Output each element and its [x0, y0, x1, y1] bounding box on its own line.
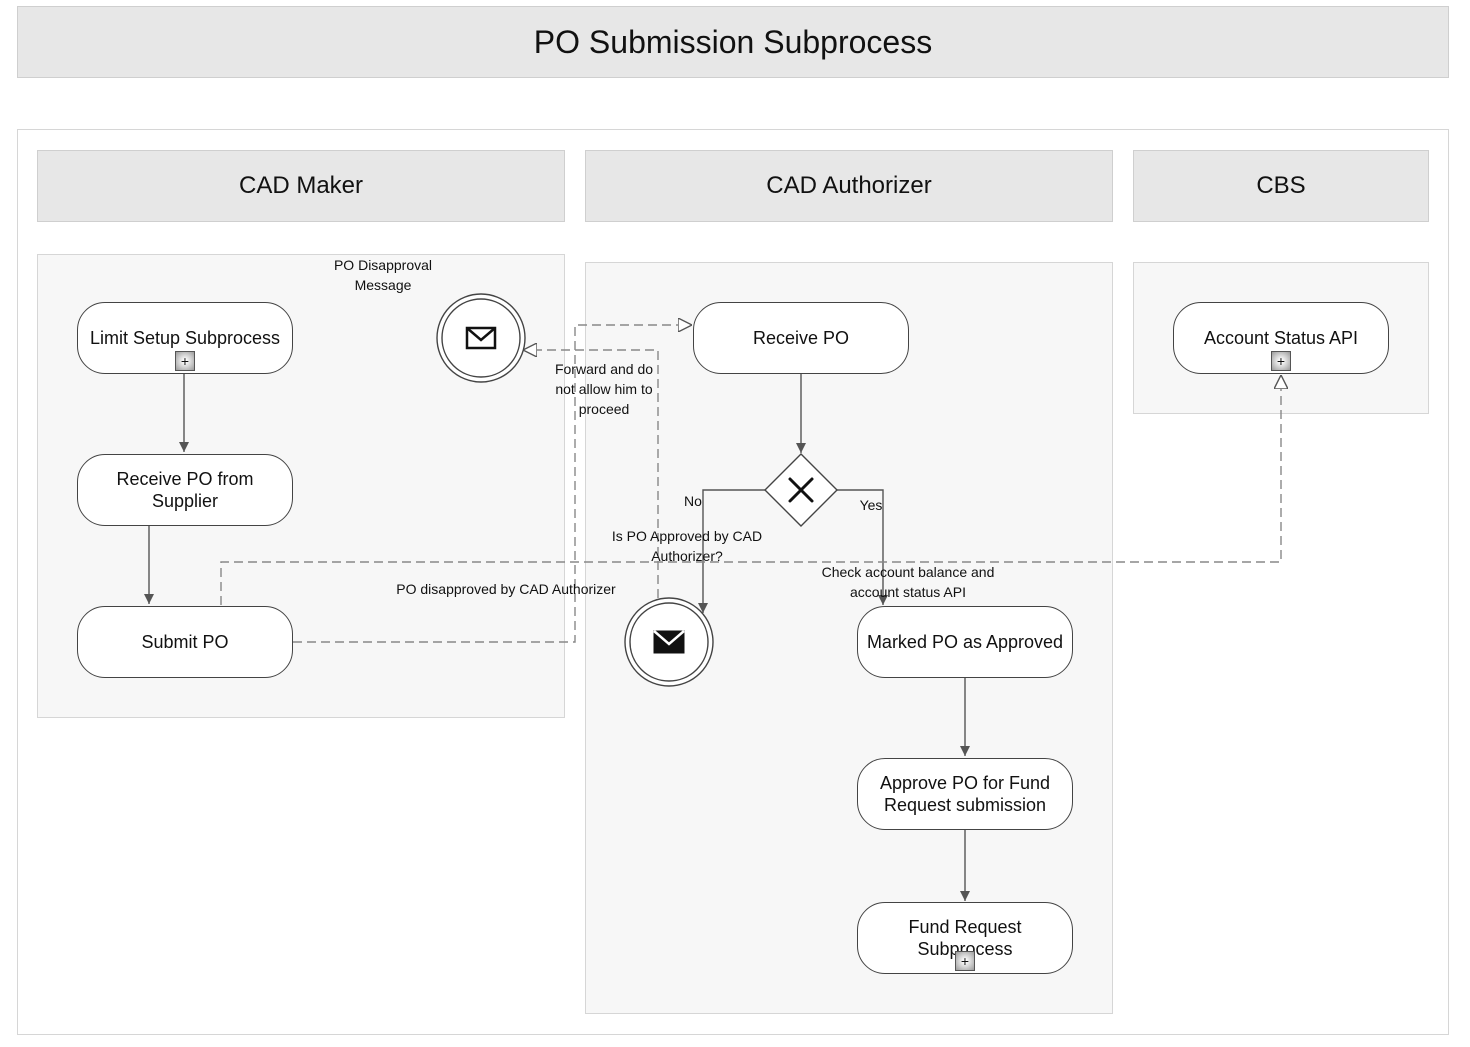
intermediate-message-event [436, 293, 526, 383]
task-submit-po[interactable]: Submit PO [77, 606, 293, 678]
label-po-disapproved: PO disapproved by CAD Authorizer [396, 581, 616, 597]
label-check-account: Check account balance and account status… [821, 564, 995, 600]
task-label: Limit Setup Subprocess [89, 328, 281, 348]
exclusive-gateway [764, 453, 838, 527]
message-flow-disapproval [523, 350, 659, 598]
subprocess-expand-icon[interactable]: + [1271, 351, 1291, 371]
label-gateway-question: Is PO Approved by CAD Authorizer? [611, 528, 763, 564]
task-label: Receive PO from Supplier [116, 469, 254, 511]
task-label: Submit PO [141, 632, 229, 652]
task-approve-po-fund-request[interactable]: Approve PO for Fund Request submission [857, 758, 1073, 830]
task-label: Approve PO for Fund Request submission [879, 773, 1051, 815]
task-label: Fund Request Subprocess [908, 917, 1022, 959]
subprocess-expand-icon[interactable]: + [955, 951, 975, 971]
envelope-icon [465, 326, 497, 350]
label-forward-not-allow: Forward and do not allow him to proceed [554, 361, 654, 417]
message-flow-submit-to-receive [293, 325, 692, 643]
label-gateway-yes: Yes [859, 497, 883, 513]
lane-header-cad-authorizer: CAD Authorizer [585, 150, 1113, 222]
task-label: Account Status API [1203, 328, 1359, 348]
task-fund-request-subprocess[interactable]: Fund Request Subprocess [857, 902, 1073, 974]
lane-header-cad-maker: CAD Maker [37, 150, 565, 222]
flow-gateway-yes [837, 489, 888, 605]
label-po-disapproval-message: PO Disapproval Message [333, 257, 433, 293]
message-flow-account-status [220, 375, 1281, 605]
flow-gateway-no [698, 489, 765, 613]
label-gateway-no: No [684, 493, 702, 509]
envelope-icon [653, 630, 685, 654]
task-receive-po-from-supplier[interactable]: Receive PO from Supplier [77, 454, 293, 526]
diagram-title: PO Submission Subprocess [17, 6, 1449, 78]
task-label: Marked PO as Approved [866, 632, 1064, 652]
lane-header-cbs: CBS [1133, 150, 1429, 222]
task-receive-po[interactable]: Receive PO [693, 302, 909, 374]
task-label: Receive PO [752, 328, 850, 348]
end-message-event [624, 597, 714, 687]
exclusive-gateway-x-icon [788, 477, 814, 503]
subprocess-expand-icon[interactable]: + [175, 351, 195, 371]
task-marked-po-approved[interactable]: Marked PO as Approved [857, 606, 1073, 678]
